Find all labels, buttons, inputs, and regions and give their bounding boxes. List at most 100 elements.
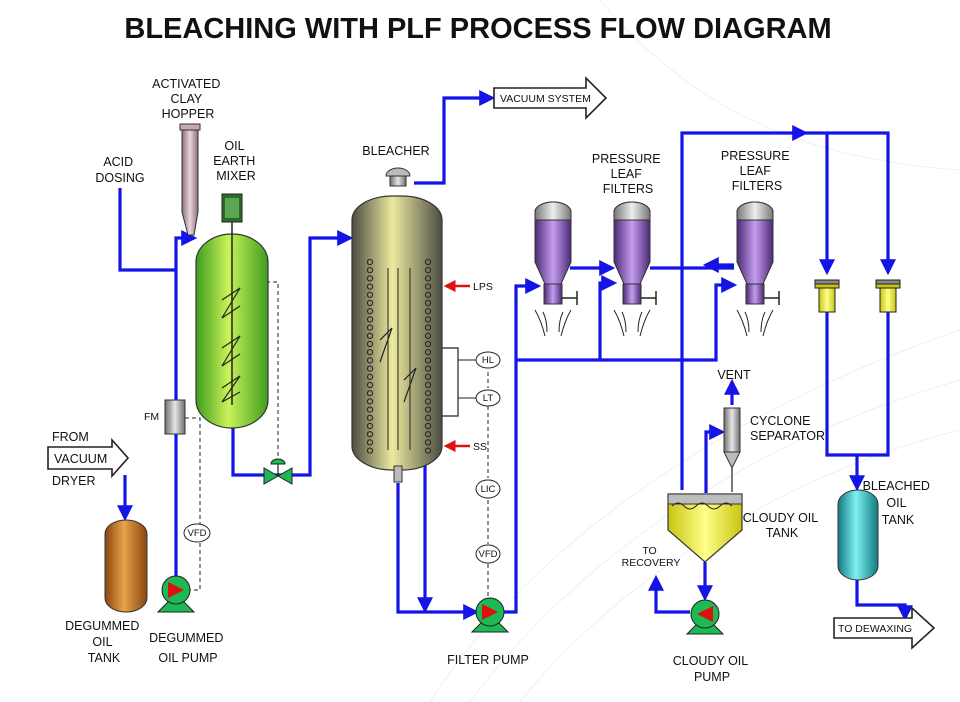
hl-label: HL (482, 355, 494, 366)
coil-tube (424, 373, 432, 380)
coil-tube (424, 267, 432, 274)
coil-tube (424, 365, 432, 372)
bleacher-vessel (351, 167, 443, 483)
instrument-lt (475, 389, 501, 407)
coil-tube (366, 414, 374, 421)
fm-label: FM (144, 411, 159, 423)
coil-tube (424, 299, 432, 307)
coil-tube (366, 283, 374, 290)
polish-filter-2 (875, 279, 901, 313)
to-recovery-label-2: RECOVERY (622, 557, 681, 569)
instrument-vfd-filter (475, 544, 501, 564)
coil-tube (424, 390, 432, 397)
coil-tube (366, 357, 374, 364)
from-dryer-label-3: DRYER (52, 474, 96, 488)
coil-tube (366, 373, 374, 380)
cyclone-label-2: SEPARATOR (750, 429, 825, 443)
coil-tube (366, 381, 374, 389)
cloudy-pump-label-2: PUMP (694, 670, 730, 684)
level-gauge (442, 347, 476, 417)
coil-tube (424, 291, 432, 298)
clay-hopper-label-2: CLAY (171, 92, 203, 106)
coil-tube (424, 422, 432, 430)
coil-tube (366, 390, 374, 397)
svg-text:CYCLONE SEPARATOR: CYCLONE SEPARATOR (750, 414, 825, 443)
coil-tube (366, 340, 374, 348)
cyclone-separator (723, 407, 741, 492)
clay-hopper-label-3: HOPPER (162, 107, 215, 121)
page-title: BLEACHING WITH PLF PROCESS FLOW DIAGRAM (124, 13, 831, 45)
coil-tube (424, 316, 432, 323)
plf-unit-2 (613, 201, 657, 337)
plf2-label-2: LEAF (740, 164, 772, 178)
lic-label: LIC (481, 484, 496, 495)
coil-tube (366, 439, 374, 446)
clay-hopper (179, 123, 201, 236)
coil-tubes-right (424, 258, 432, 454)
coil-tube (366, 332, 374, 339)
heating-coils (387, 268, 411, 450)
mixer-label-1: OIL (224, 139, 244, 153)
plf2-label-3: FILTERS (732, 179, 782, 193)
coil-tube (366, 291, 374, 298)
vfd-filter-label: VFD (479, 549, 498, 560)
instrument-vfd-degummed (183, 523, 211, 543)
plf2-label-1: PRESSURE (721, 149, 790, 163)
coil-tube (366, 431, 374, 438)
coil-tube (366, 316, 374, 323)
vent-label: VENT (717, 368, 751, 382)
cyclone-label-1: CYCLONE (750, 414, 810, 428)
coil-tube (366, 308, 374, 315)
svg-text:ACTIVATED CLAY HOP: ACTIVATED CLAY HOPPER (152, 77, 224, 121)
coil-tube (366, 299, 374, 307)
equipment-labels: ACTIVATED CLAY HOPPER OIL EARTH MIXER AC… (52, 77, 934, 684)
plf1-label-3: FILTERS (603, 182, 653, 196)
coil-tube (424, 324, 432, 331)
from-vacuum-dryer-arrow (47, 437, 130, 479)
coil-tube (424, 431, 432, 438)
instrument-hl (475, 351, 501, 369)
degummed-tank-label-1: DEGUMMED (65, 619, 139, 633)
lt-label: LT (483, 393, 494, 404)
degummed-pump-label-1: DEGUMMED (149, 631, 223, 645)
svg-text:PRESSURE LEAF FILT: PRESSURE LEAF FILTERS (592, 152, 664, 196)
pressure-leaf-filters (534, 201, 780, 337)
plf1-label-2: LEAF (611, 167, 643, 181)
coil-tube (424, 439, 432, 446)
filter-pump (470, 597, 510, 633)
degummed-tank-label-2: OIL (92, 635, 112, 649)
mixer-label-3: MIXER (216, 169, 256, 183)
instrument-lic (475, 479, 501, 499)
ss-label: SS (473, 441, 487, 453)
coil-tubes-left (366, 258, 374, 454)
flow-meter (164, 399, 186, 435)
plf-unit-3 (736, 201, 780, 337)
coil-tube (366, 406, 374, 413)
coil-tube (366, 447, 374, 454)
svg-text:DEGUMMED OIL TANK: DEGUMMED OIL TANK (65, 619, 143, 665)
from-dryer-label-1: FROM (52, 430, 89, 444)
mixer-label-2: EARTH (213, 154, 255, 168)
cloudy-pump-label-1: CLOUDY OIL (673, 654, 749, 668)
coil-tube (424, 308, 432, 315)
bleacher-label: BLEACHER (362, 144, 429, 158)
coil-tube (366, 275, 374, 282)
polish-filter-1 (814, 279, 840, 313)
coil-tube (366, 422, 374, 430)
cloudy-tank-label-1: CLOUDY OIL (743, 511, 819, 525)
from-dryer-label-2: VACUUM (54, 452, 107, 466)
to-dewaxing-label: TO DEWAXING (838, 623, 912, 635)
svg-text:PRESSURE LEAF FILT: PRESSURE LEAF FILTERS (721, 149, 793, 193)
coil-tube (366, 398, 374, 405)
svg-text:TO RECOVERY: TO RECOVERY (622, 545, 681, 569)
control-valve (263, 458, 293, 485)
coil-tube (366, 365, 374, 372)
acid-dosing-label-2: DOSING (95, 171, 144, 185)
plf-unit-1 (534, 201, 578, 337)
bleached-tank-label-3: TANK (882, 513, 915, 527)
lps-label: LPS (473, 281, 493, 293)
svg-text:ACID DOSING: ACID DOSING (95, 155, 144, 185)
acid-dosing-label-1: ACID (103, 155, 133, 169)
bleached-oil-tank (837, 489, 879, 581)
svg-text:BLEACHED OIL TANK: BLEACHED OIL TANK (863, 479, 934, 527)
